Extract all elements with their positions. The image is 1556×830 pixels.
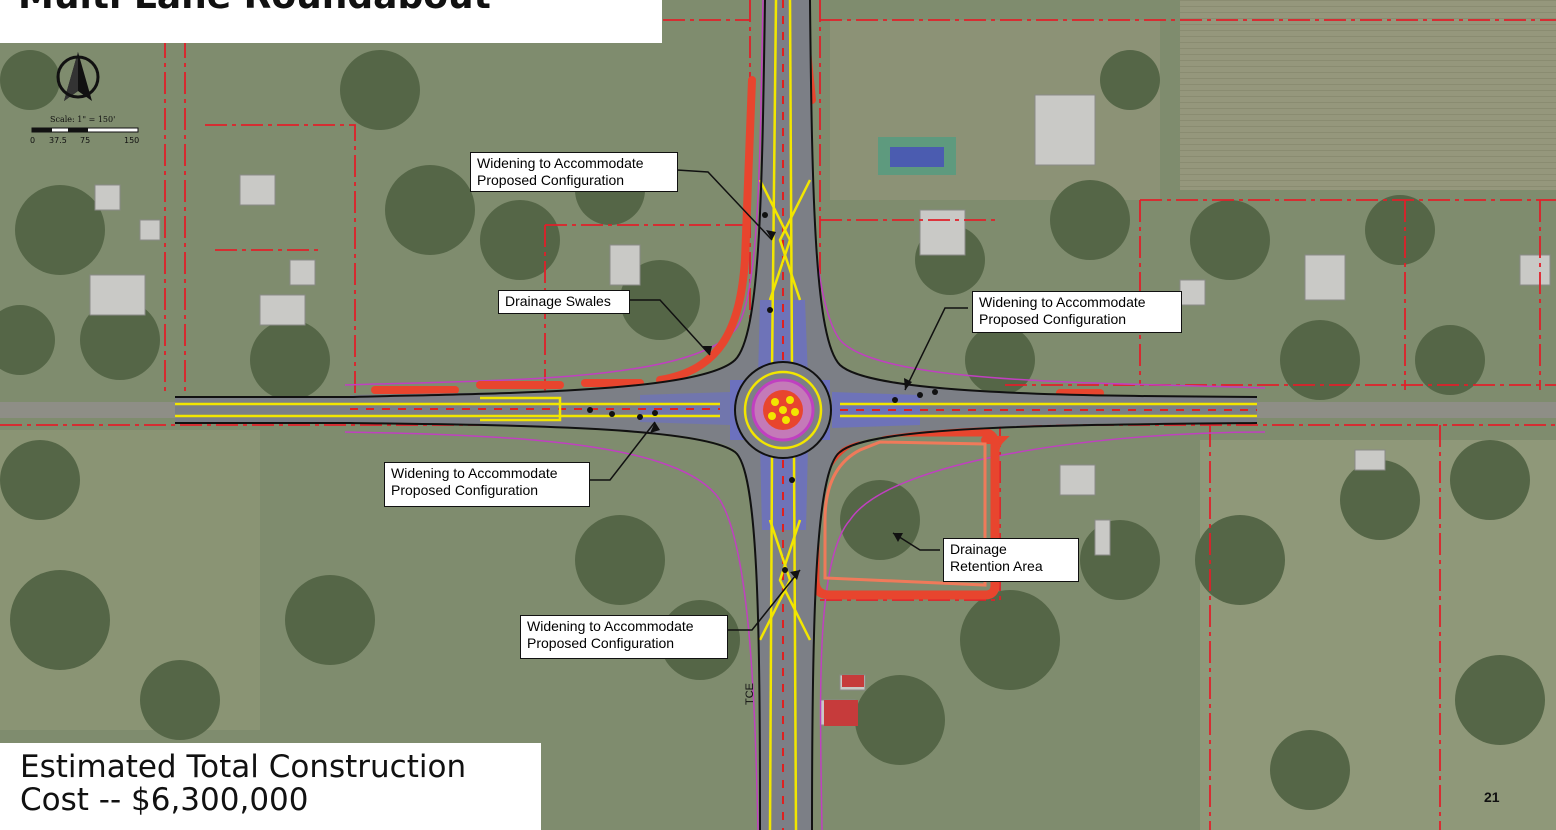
title-banner: Multi Lane Roundabout [0, 0, 662, 43]
scale-tick-3: 150 [124, 136, 140, 145]
callout-widening-south: Widening to Accommodate Proposed Configu… [520, 615, 728, 659]
scale-label: Scale: 1" = 150' [50, 115, 116, 124]
callout-line: Retention Area [950, 558, 1043, 574]
cost-line-2: Cost -- $6,300,000 [20, 782, 309, 818]
cost-line-1: Estimated Total Construction [20, 749, 467, 785]
field-northeast [1180, 0, 1556, 190]
scale-tick-2: 75 [80, 136, 91, 145]
callout-line: Proposed Configuration [391, 482, 539, 498]
scale-bar [31, 127, 139, 133]
callout-drainage-swales: Drainage Swales [498, 290, 630, 314]
red-roof-building [824, 700, 858, 726]
callout-line: Proposed Configuration [527, 635, 675, 651]
lane-markings [175, 0, 1257, 830]
callout-line: Widening to Accommodate [979, 294, 1146, 310]
leader-arrows [585, 169, 968, 631]
callout-line: Drainage [950, 541, 1007, 557]
callout-widening-north: Widening to Accommodate Proposed Configu… [470, 152, 678, 192]
callout-widening-east: Widening to Accommodate Proposed Configu… [972, 291, 1182, 333]
callout-line: Widening to Accommodate [391, 465, 558, 481]
tce-label: TCE [744, 683, 756, 705]
callout-line: Widening to Accommodate [527, 618, 694, 634]
page-title: Multi Lane Roundabout [18, 0, 491, 17]
page-number: 21 [1484, 789, 1500, 805]
scale-tick-1: 37.5 [49, 136, 67, 145]
roundabout [734, 361, 832, 459]
callout-line: Proposed Configuration [477, 172, 625, 188]
road-edges [175, 0, 1258, 830]
scale-tick-0: 0 [30, 136, 36, 145]
callout-line: Widening to Accommodate [477, 155, 644, 171]
callout-drainage-retention: Drainage Retention Area [943, 538, 1079, 582]
callout-line: Drainage Swales [505, 293, 611, 309]
callout-line: Proposed Configuration [979, 311, 1127, 327]
cost-panel: Estimated Total Construction Cost -- $6,… [0, 743, 541, 830]
arrow-heads [650, 230, 912, 580]
north-arrow-icon [56, 52, 100, 101]
callout-widening-west: Widening to Accommodate Proposed Configu… [384, 462, 590, 507]
curb-markers [587, 212, 938, 573]
